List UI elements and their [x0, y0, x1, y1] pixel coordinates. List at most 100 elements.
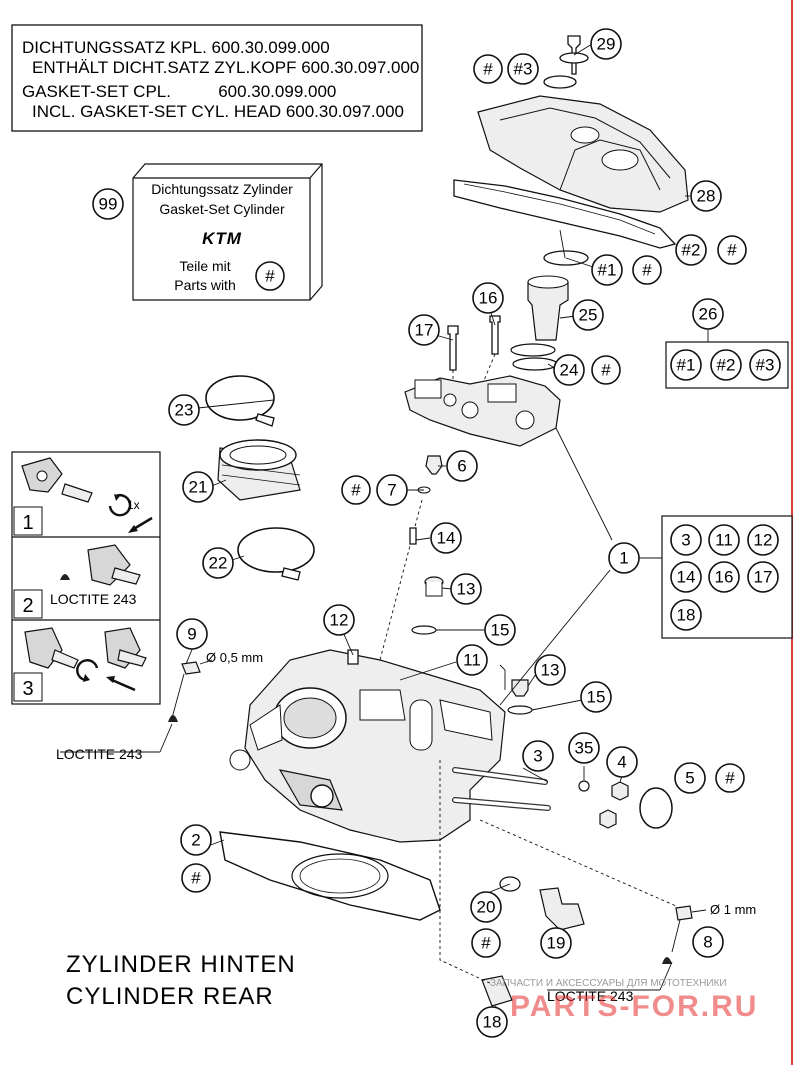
- callout-4: 4: [606, 746, 638, 778]
- svg-text:26: 26: [699, 305, 718, 324]
- svg-text:9: 9: [187, 625, 196, 644]
- callout-23: 23: [168, 394, 200, 426]
- step-2-note: LOCTITE 243: [50, 591, 137, 607]
- svg-text:4: 4: [617, 753, 626, 772]
- step-panels: 1 1x 2 LOCTITE 243 3: [11, 451, 161, 705]
- svg-text:14: 14: [437, 529, 456, 548]
- callout-28: 28: [690, 180, 722, 212]
- svg-text:25: 25: [579, 306, 598, 325]
- svg-text:1: 1: [619, 549, 628, 568]
- svg-text:35: 35: [575, 739, 594, 758]
- svg-text:20: 20: [477, 898, 496, 917]
- callout-13b: 13: [534, 654, 566, 686]
- sensor-9: [168, 661, 201, 722]
- kit-line-2: Gasket-Set Cylinder: [159, 201, 285, 217]
- callout-22: 22: [202, 547, 234, 579]
- svg-text:29: 29: [597, 35, 616, 54]
- group-26-box: #1 #2 #3: [665, 328, 789, 389]
- callout-hash-e: #: [341, 475, 371, 505]
- svg-text:#1: #1: [677, 356, 696, 375]
- callout-hash-f: #: [715, 763, 745, 793]
- callout-21: 21: [182, 471, 214, 503]
- svg-text:14: 14: [677, 568, 696, 587]
- callout-25: 25: [572, 299, 604, 331]
- callout-13a: 13: [450, 573, 482, 605]
- svg-text:3: 3: [681, 531, 690, 550]
- svg-text:7: 7: [387, 481, 396, 500]
- callout-20: 20: [470, 891, 502, 923]
- callout-hash-g: #: [181, 863, 211, 893]
- step-2-number: 2: [22, 595, 33, 617]
- svg-text:17: 17: [415, 321, 434, 340]
- bolts-16-17: [447, 315, 501, 391]
- svg-text:12: 12: [330, 611, 349, 630]
- callout-h3: #3: [507, 53, 539, 85]
- svg-text:#2: #2: [682, 241, 701, 260]
- svg-text:13: 13: [541, 661, 560, 680]
- svg-text:24: 24: [560, 361, 579, 380]
- step-1-panel: 1 1x: [13, 457, 153, 536]
- svg-text:#: #: [481, 934, 491, 953]
- svg-text:16: 16: [479, 289, 498, 308]
- callout-15b: 15: [580, 681, 612, 713]
- callout-12: 12: [323, 604, 355, 636]
- callout-8: 8: [692, 926, 724, 958]
- svg-text:#: #: [642, 261, 652, 280]
- svg-text:28: 28: [697, 187, 716, 206]
- small-parts-right: [481, 679, 693, 1007]
- svg-text:8: 8: [703, 933, 712, 952]
- svg-text:#: #: [601, 361, 611, 380]
- callout-hash-c: #: [632, 255, 662, 285]
- svg-text:6: 6: [457, 457, 466, 476]
- callout-9: 9: [176, 618, 208, 650]
- watermark: ЗАПЧАСТИ И АКСЕССУАРЫ ДЛЯ МОТОТЕХНИКИ PA…: [490, 978, 758, 1023]
- title-line-1: DICHTUNGSSATZ KPL. 600.30.099.000: [22, 38, 330, 57]
- svg-text:#: #: [351, 481, 361, 500]
- svg-text:#: #: [483, 60, 493, 79]
- callout-5: 5: [674, 762, 706, 794]
- callout-h2: #2: [675, 234, 707, 266]
- title-line-2: ENTHÄLT DICHT.SATZ ZYL.KOPF 600.30.097.0…: [32, 58, 419, 77]
- camshaft-holder: [404, 375, 561, 447]
- callout-7: 7: [376, 474, 408, 506]
- svg-text:17: 17: [754, 568, 773, 587]
- kit-hash-callout: #: [255, 261, 285, 291]
- svg-text:99: 99: [99, 195, 118, 214]
- callout-19: 19: [540, 927, 572, 959]
- group-1-box: 3 11 12 14 16 17 18: [661, 515, 793, 639]
- callout-hash-b: #: [717, 235, 747, 265]
- loctite-right-label: LOCTITE 243: [547, 988, 634, 1004]
- svg-text:15: 15: [587, 688, 606, 707]
- svg-text:#: #: [725, 769, 735, 788]
- callout-6: 6: [446, 450, 478, 482]
- callout-17: 17: [408, 314, 440, 346]
- svg-text:12: 12: [754, 531, 773, 550]
- svg-text:#3: #3: [756, 356, 775, 375]
- diameter-1-label: Ø 1 mm: [710, 902, 756, 917]
- callout-1: 1: [608, 542, 640, 574]
- step-2-panel: 2 LOCTITE 243: [13, 544, 141, 619]
- title-line-3: GASKET-SET CPL. 600.30.099.000: [22, 82, 336, 101]
- title-line-4: INCL. GASKET-SET CYL. HEAD 600.30.097.00…: [32, 102, 404, 121]
- callout-24: 24: [553, 354, 585, 386]
- callout-h1: #1: [591, 254, 623, 286]
- valve-cover-assembly: [453, 35, 689, 371]
- callout-11: 11: [456, 644, 488, 676]
- diameter-05-label: Ø 0,5 mm: [206, 650, 263, 665]
- intake-clamps-and-boot: [205, 375, 315, 581]
- step-3-number: 3: [22, 678, 33, 700]
- head-gasket: [219, 831, 441, 921]
- ktm-logo: KTM: [202, 229, 242, 248]
- svg-text:13: 13: [457, 580, 476, 599]
- spark-plug-and-studs: [379, 455, 444, 661]
- text-labels: Ø 0,5 mm Ø 1 mm LOCTITE 243 LOCTITE 243 …: [56, 650, 756, 1010]
- caption-english: CYLINDER REAR: [66, 983, 274, 1010]
- callout-29: 29: [590, 28, 622, 60]
- callout-hash-h: #: [471, 928, 501, 958]
- callout-26: 26: [692, 298, 724, 330]
- step-1-number: 1: [22, 512, 33, 534]
- watermark-logo: PARTS-FOR.RU: [510, 990, 758, 1023]
- svg-text:#: #: [191, 869, 201, 888]
- svg-text:18: 18: [677, 606, 696, 625]
